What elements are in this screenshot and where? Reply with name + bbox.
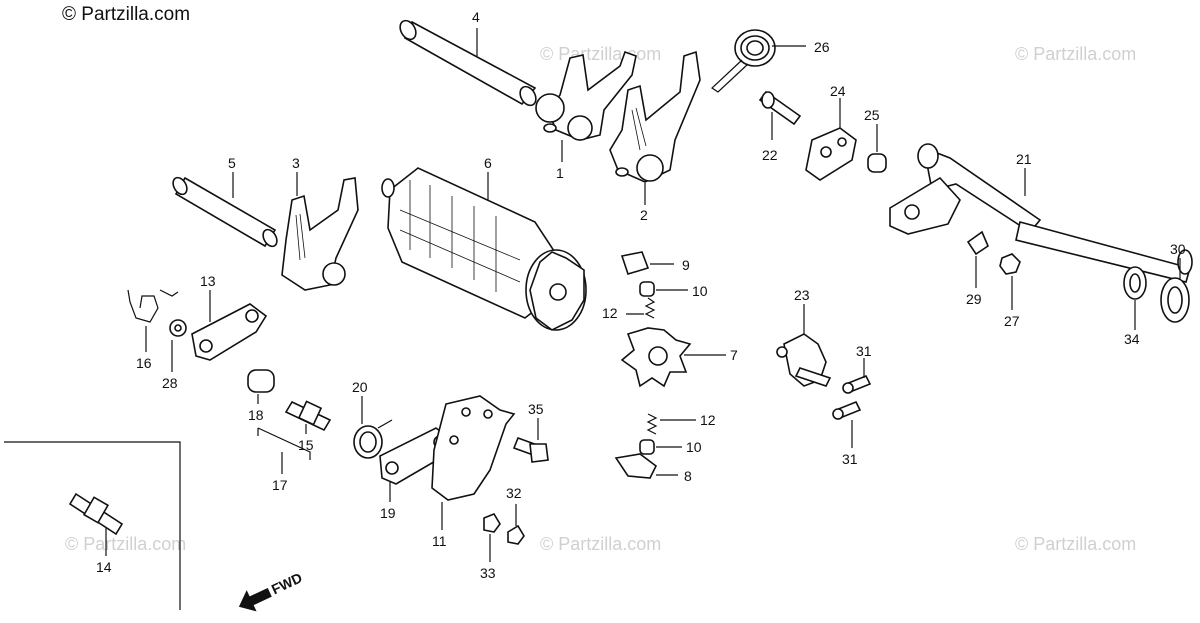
part-35-bolt (512, 436, 549, 463)
callout-5: 5 (228, 155, 236, 171)
watermark: © Partzilla.com (1015, 44, 1136, 64)
part-28-washer (169, 319, 187, 337)
callout-7: 7 (730, 347, 738, 363)
callout-30: 30 (1170, 241, 1186, 257)
callout-22: 22 (762, 147, 778, 163)
part-33-nut (483, 513, 501, 533)
watermark: © Partzilla.com (540, 534, 661, 554)
part-3-shift-fork (281, 177, 359, 291)
part-10-cap-lower (639, 439, 655, 455)
callout-19: 19 (380, 505, 396, 521)
part-32-nut (507, 524, 525, 545)
part-23-plate (776, 333, 832, 387)
part-31-bolt (842, 374, 872, 394)
callout-20: 20 (352, 379, 368, 395)
part-21-shift-spindle (889, 143, 1193, 283)
callout-2: 2 (640, 207, 648, 223)
part-14-pin (68, 492, 124, 536)
part-5-shaft (172, 176, 278, 248)
part-8-stopper (614, 453, 658, 479)
part-9-pin (620, 251, 650, 275)
part-12-spring-lower (646, 413, 658, 435)
callout-4: 4 (472, 9, 480, 25)
part-16-spring (127, 289, 179, 323)
callout-3: 3 (292, 155, 300, 171)
part-4-shaft (399, 19, 537, 107)
callout-26: 26 (814, 39, 830, 55)
part-18-collar (247, 369, 275, 393)
callout-6: 6 (484, 155, 492, 171)
callout-32: 32 (506, 485, 522, 501)
part-29-clip (966, 230, 989, 256)
part-25-collar (867, 153, 887, 173)
fwd-arrow: FWD (238, 569, 305, 612)
callout-8: 8 (684, 468, 692, 484)
callout-10-lower: 10 (686, 439, 702, 455)
part-10-cap (639, 281, 655, 297)
callout-9: 9 (682, 257, 690, 273)
part-30-washer (1160, 277, 1190, 323)
callout-14: 14 (96, 559, 112, 575)
callout-33: 33 (480, 565, 496, 581)
callout-18: 18 (248, 407, 264, 423)
part-2-shift-fork (609, 50, 701, 183)
callout-34: 34 (1124, 331, 1140, 347)
callout-29: 29 (966, 291, 982, 307)
callout-15: 15 (298, 437, 314, 453)
callout-35: 35 (528, 401, 544, 417)
copyright-notice: © Partzilla.com (62, 4, 191, 25)
watermark: © Partzilla.com (540, 44, 661, 64)
callout-25: 25 (864, 107, 880, 123)
watermark: © Partzilla.com (1015, 534, 1136, 554)
callout-21: 21 (1016, 151, 1032, 167)
part-17-bracket (257, 427, 311, 460)
callout-24: 24 (830, 83, 846, 99)
part-31-bolt (832, 400, 862, 420)
callout-31: 31 (856, 343, 872, 359)
fwd-label: FWD (269, 569, 305, 597)
part-20-spring (353, 419, 393, 459)
part-7-star-plate (620, 327, 692, 388)
callouts: 4 1 2 3 5 6 26 22 24 25 21 30 34 29 27 9… (96, 9, 1186, 581)
part-11-plate (431, 395, 516, 501)
part-24-plate (805, 127, 857, 181)
part-34-washer (1123, 266, 1147, 300)
watermark: © Partzilla.com (65, 534, 186, 554)
callout-27: 27 (1004, 313, 1020, 329)
part-27-nut (999, 253, 1021, 275)
part-15-pin (284, 400, 332, 432)
callout-31-lower: 31 (842, 451, 858, 467)
part-1-shift-fork (535, 50, 637, 141)
inset-frame (4, 441, 181, 610)
part-12-spring (644, 297, 656, 319)
part-26-spring (711, 29, 806, 93)
callout-17: 17 (272, 477, 288, 493)
callout-11: 11 (432, 533, 447, 549)
callout-23: 23 (794, 287, 810, 303)
part-6-shift-drum (381, 167, 587, 331)
callout-12: 12 (602, 305, 618, 321)
part-22-pin (758, 90, 802, 126)
part-13-arm (191, 303, 268, 361)
callout-12-lower: 12 (700, 412, 716, 428)
callout-13: 13 (200, 273, 216, 289)
callout-1: 1 (556, 165, 564, 181)
callout-10: 10 (692, 283, 708, 299)
callout-28: 28 (162, 375, 178, 391)
callout-16: 16 (136, 355, 152, 371)
